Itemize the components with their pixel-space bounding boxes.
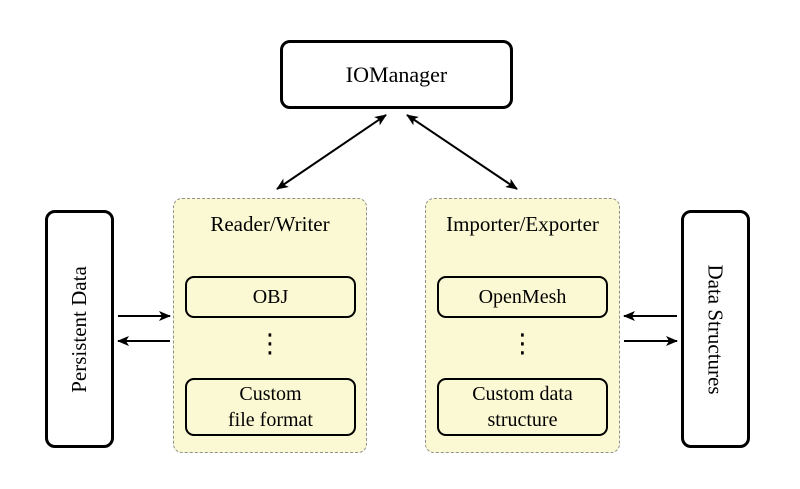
box-custom-file-format-line2: file format: [228, 409, 313, 431]
arrow-iomanager-importerexporter: [406, 114, 518, 190]
box-obj-label: OBJ: [252, 286, 289, 308]
node-persistent-data-label: Persistent Data: [67, 265, 91, 393]
arrow-iomanager-readerwriter: [276, 114, 387, 190]
panel-reader-writer: Reader/Writer OBJ ⋮ Custom file format: [173, 198, 367, 453]
node-persistent-data: Persistent Data: [45, 210, 114, 448]
node-iomanager: IOManager: [280, 40, 513, 109]
box-custom-data-structure-line1: Custom data: [472, 383, 573, 405]
box-custom-file-format: Custom file format: [185, 378, 356, 436]
ellipsis-reader-writer: ⋮: [257, 329, 283, 359]
panel-reader-writer-title: Reader/Writer: [210, 212, 330, 236]
panel-importer-exporter: Importer/Exporter OpenMesh ⋮ Custom data…: [425, 198, 620, 453]
box-custom-file-format-line1: Custom: [239, 383, 302, 405]
box-openmesh: OpenMesh: [437, 276, 608, 318]
box-custom-data-structure-line2: structure: [487, 409, 558, 431]
node-iomanager-label: IOManager: [345, 61, 448, 87]
box-custom-data-structure: Custom data structure: [437, 378, 608, 436]
box-obj: OBJ: [185, 276, 356, 318]
node-data-structures: Data Structures: [681, 210, 750, 448]
node-data-structures-label: Data Structures: [704, 263, 729, 395]
panel-importer-exporter-title: Importer/Exporter: [446, 212, 599, 236]
box-openmesh-label: OpenMesh: [478, 286, 567, 308]
ellipsis-importer-exporter: ⋮: [509, 329, 536, 359]
